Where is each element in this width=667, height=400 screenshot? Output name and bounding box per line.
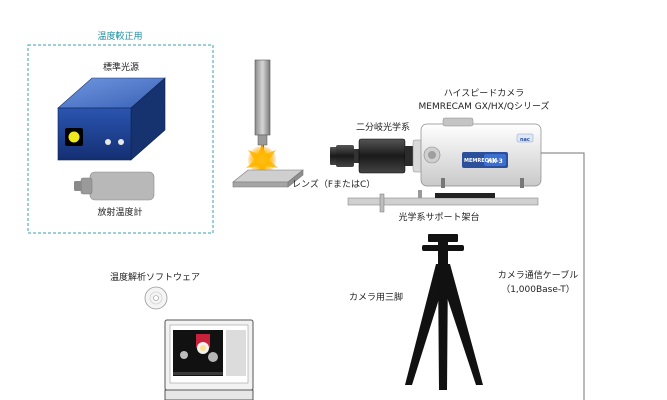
camera-cable-label-line2: （1,000Base-T） — [501, 285, 575, 295]
knob-icon — [118, 139, 124, 145]
camera-title-line1: ハイスピードカメラ — [443, 89, 525, 99]
analysis-software-label: 温度解析ソフトウェア — [109, 273, 201, 283]
calibration-group-label: 温度較正用 — [97, 32, 143, 42]
workpiece — [232, 169, 304, 188]
spark — [246, 144, 278, 178]
lens — [330, 145, 359, 167]
calibration-group-border — [27, 44, 214, 234]
tripod-label: カメラ用三脚 — [348, 293, 404, 303]
standard-light-source-label: 標準光源 — [102, 63, 140, 73]
camera-body-mark: HX-3 — [487, 158, 503, 165]
camera-brand-mark: MEMRECAM — [464, 158, 498, 164]
camera-cable — [541, 152, 585, 400]
camera-title-line2: MEMRECAM GX/HX/Qシリーズ — [418, 102, 550, 112]
dual-optics-label: 二分岐光学系 — [355, 123, 411, 133]
optics-support-rail — [347, 190, 539, 213]
welding-torch — [254, 59, 271, 151]
knob-icon — [105, 139, 111, 145]
laptop — [164, 319, 254, 400]
tripod — [405, 234, 483, 390]
dual-branch-optics — [358, 138, 413, 174]
cd-icon — [144, 286, 168, 310]
optics-support-label: 光学系サポート架台 — [398, 213, 480, 223]
standard-light-source — [57, 77, 166, 161]
radiation-thermometer-label: 放射温度計 — [97, 208, 143, 218]
high-speed-camera — [412, 117, 542, 188]
camera-cable-label-line1: カメラ通信ケーブル — [497, 271, 579, 281]
lens-label: レンズ（FまたはC） — [292, 180, 376, 190]
radiation-thermometer — [74, 171, 155, 201]
camera-small-badge: nac — [520, 137, 530, 143]
indicator-yellow-icon — [68, 131, 80, 143]
